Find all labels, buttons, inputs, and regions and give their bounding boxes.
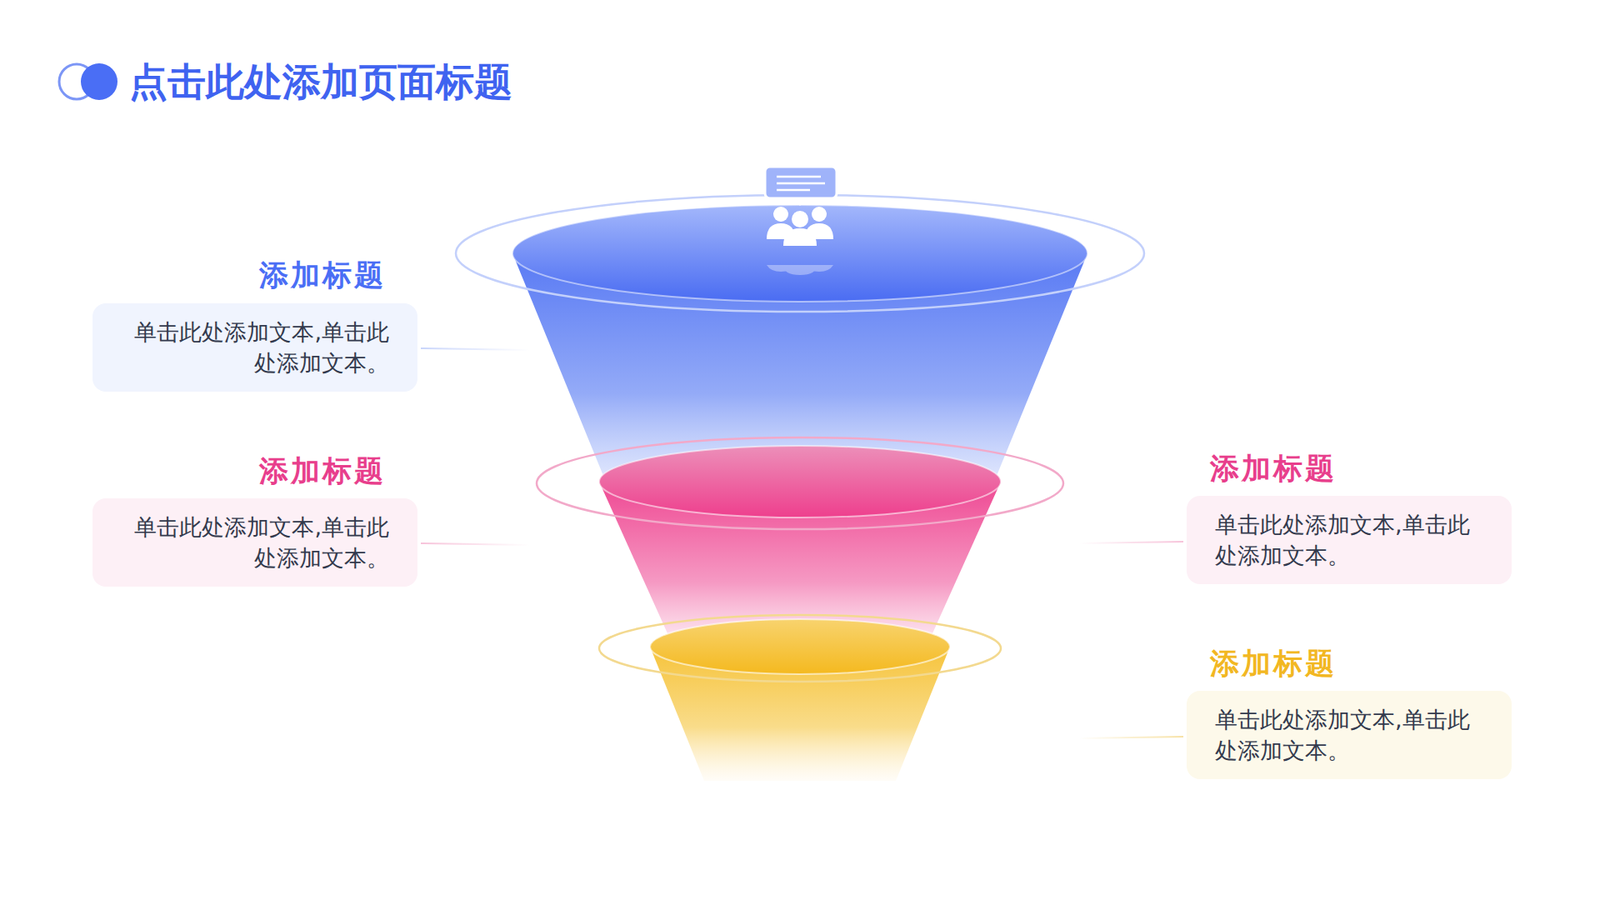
card-heading: 添加标题 (1186, 645, 1512, 682)
card-body-box: 单击此处添加文本,单击此处添加文本。 (92, 498, 418, 587)
card-body-box: 单击此处添加文本,单击此处添加文本。 (92, 303, 418, 392)
card-body-text: 单击此处添加文本,单击此处添加文本。 (120, 316, 390, 379)
title-icon (59, 63, 118, 100)
text-card: 添加标题单击此处添加文本,单击此处添加文本。 (92, 256, 418, 392)
card-heading: 添加标题 (92, 452, 418, 490)
card-body-text: 单击此处添加文本,单击此处添加文本。 (120, 511, 390, 574)
card-heading: 添加标题 (92, 256, 418, 294)
text-card: 添加标题单击此处添加文本,单击此处添加文本。 (1186, 450, 1512, 585)
funnel-tier-yellow (599, 615, 1001, 781)
page-title: 点击此处添加页面标题 (129, 56, 513, 109)
text-card: 添加标题单击此处添加文本,单击此处添加文本。 (92, 452, 418, 587)
card-body-text: 单击此处添加文本,单击此处添加文本。 (1215, 704, 1484, 766)
card-body-box: 单击此处添加文本,单击此处添加文本。 (1186, 690, 1512, 780)
card-heading: 添加标题 (1186, 450, 1512, 487)
funnel-tier-pink (536, 437, 1064, 650)
card-body-box: 单击此处添加文本,单击此处添加文本。 (1186, 495, 1512, 585)
card-body-text: 单击此处添加文本,单击此处添加文本。 (1215, 509, 1484, 571)
text-card: 添加标题单击此处添加文本,单击此处添加文本。 (1186, 645, 1512, 780)
team-chat-icon (765, 166, 837, 275)
